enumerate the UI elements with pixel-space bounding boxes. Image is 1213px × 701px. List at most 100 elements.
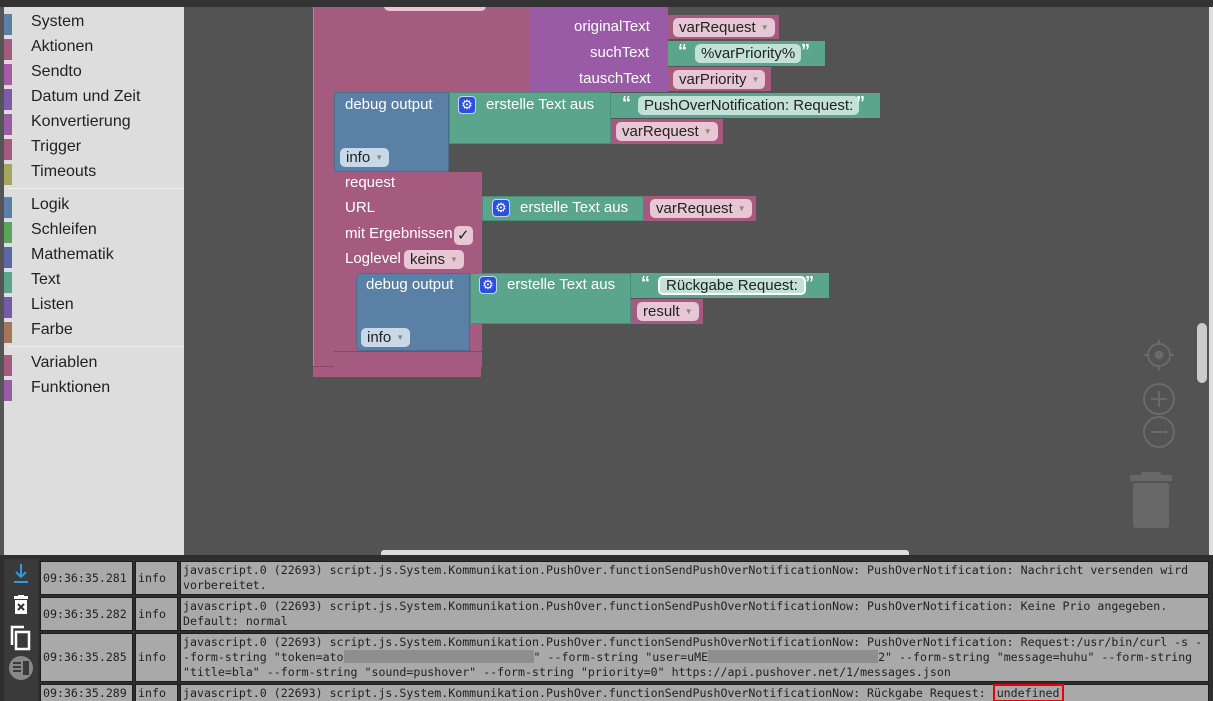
- category-swatch: [4, 39, 12, 60]
- log-row[interactable]: 09:36:35.281 info javascript.0 (22693) s…: [40, 561, 1209, 595]
- text-value: PushOverNotification: Request:: [644, 97, 854, 114]
- debug-output-label: debug output: [366, 276, 454, 293]
- toolbox: System Aktionen Sendto Datum und Zeit Ko…: [4, 7, 184, 555]
- toolbox-item-timeouts[interactable]: Timeouts: [4, 161, 184, 185]
- log-message: javascript.0 (22693) script.js.System.Ko…: [180, 684, 1209, 701]
- dropdown-arrow-icon: ▼: [737, 204, 746, 213]
- log-time: 09:36:35.282: [40, 597, 133, 631]
- variable-dropdown[interactable]: varPriority▼: [673, 70, 766, 89]
- text-value: %varPriority%: [701, 45, 796, 62]
- toolbox-item-datum-und-zeit[interactable]: Datum und Zeit: [4, 86, 184, 110]
- toolbox-item-trigger[interactable]: Trigger: [4, 136, 184, 160]
- close-quote-icon: ”: [805, 273, 814, 293]
- gear-icon[interactable]: ⚙: [492, 199, 510, 217]
- log-row[interactable]: 09:36:35.285 info javascript.0 (22693) s…: [40, 633, 1209, 682]
- function-block[interactable]: [313, 7, 335, 377]
- toolbox-item-farbe[interactable]: Farbe: [4, 319, 184, 343]
- toolbox-item-mathematik[interactable]: Mathematik: [4, 244, 184, 268]
- log-row[interactable]: 09:36:35.289 info javascript.0 (22693) s…: [40, 684, 1209, 701]
- category-label: Datum und Zeit: [31, 88, 141, 105]
- log-level-dropdown[interactable]: info▼: [361, 328, 411, 347]
- log-time: 09:36:35.281: [40, 561, 133, 595]
- toolbox-item-sendto[interactable]: Sendto: [4, 61, 184, 85]
- log-message-part: javascript.0 (22693) script.js.System.Ko…: [183, 635, 1203, 664]
- request-block-bottom: [334, 351, 482, 363]
- dropdown-arrow-icon: ▼: [751, 75, 760, 84]
- variable-dropdown[interactable]: result ▼: [637, 302, 699, 321]
- open-quote-icon: “: [678, 41, 687, 61]
- clear-log-icon[interactable]: [4, 595, 38, 620]
- gear-icon[interactable]: ⚙: [479, 276, 497, 294]
- dropdown-arrow-icon: ▼: [760, 23, 769, 32]
- open-quote-icon: “: [641, 273, 650, 293]
- variable-name: result: [643, 303, 680, 320]
- category-swatch: [4, 355, 12, 376]
- toolbox-item-schleifen[interactable]: Schleifen: [4, 219, 184, 243]
- variable-dropdown[interactable]: varRequest▼: [673, 18, 775, 37]
- copy-log-icon[interactable]: [4, 625, 38, 656]
- dropdown-arrow-icon: ▼: [703, 127, 712, 136]
- loglevel-dropdown[interactable]: keins▼: [404, 250, 464, 269]
- toolbox-item-listen[interactable]: Listen: [4, 294, 184, 318]
- text-input[interactable]: %varPriority%: [695, 44, 802, 63]
- category-swatch: [4, 164, 12, 185]
- log-message-part: 2" --form-string "message=huhu" --form-s…: [183, 650, 1193, 679]
- text-join-block[interactable]: [449, 92, 611, 144]
- gear-icon[interactable]: ⚙: [458, 96, 476, 114]
- category-label: Logik: [31, 196, 70, 213]
- zoom-in-icon[interactable]: [1142, 382, 1176, 416]
- text-input[interactable]: PushOverNotification: Request:: [638, 96, 860, 115]
- toggle-columns-icon[interactable]: [4, 655, 38, 686]
- horizontal-scrollbar[interactable]: [381, 550, 909, 555]
- toolbox-item-variablen[interactable]: Variablen: [4, 352, 184, 376]
- open-quote-icon: “: [622, 93, 631, 113]
- toolbox-item-logik[interactable]: Logik: [4, 194, 184, 218]
- with-results-checkbox[interactable]: ✓: [454, 226, 473, 245]
- left-edge: [0, 7, 4, 555]
- text-input[interactable]: Rückgabe Request:: [658, 276, 806, 295]
- category-label: Sendto: [31, 63, 82, 80]
- category-label: Trigger: [31, 138, 82, 155]
- replace-text-label: tauschText: [579, 70, 651, 87]
- statement-block[interactable]: [334, 7, 530, 92]
- variable-dropdown[interactable]: varRequest ▼: [616, 122, 718, 141]
- category-label: Konvertierung: [31, 113, 131, 130]
- log-message: javascript.0 (22693) script.js.System.Ko…: [180, 561, 1209, 595]
- close-quote-icon: ”: [801, 41, 810, 61]
- log-level-value: info: [367, 329, 392, 346]
- replace-text-block[interactable]: [530, 7, 668, 92]
- log-table: 09:36:35.281 info javascript.0 (22693) s…: [38, 559, 1211, 701]
- variable-dropdown[interactable]: varRequest▼: [650, 199, 752, 218]
- top-bar: [0, 0, 1213, 7]
- log-level-dropdown[interactable]: info▼: [340, 148, 390, 167]
- blockly-workspace[interactable]: originalText suchText tauschText varRequ…: [184, 7, 1213, 555]
- category-label: Variablen: [31, 354, 98, 371]
- toolbox-separator: [8, 188, 184, 189]
- with-results-label: mit Ergebnissen: [345, 225, 453, 242]
- trash-icon[interactable]: [1128, 472, 1174, 532]
- scroll-to-bottom-icon[interactable]: [4, 563, 38, 590]
- recenter-icon[interactable]: [1142, 338, 1176, 372]
- dropdown-arrow-icon: ▼: [684, 307, 693, 316]
- category-swatch: [4, 222, 12, 243]
- toolbox-item-aktionen[interactable]: Aktionen: [4, 36, 184, 60]
- function-block-bottom: [313, 366, 481, 377]
- log-message: javascript.0 (22693) script.js.System.Ko…: [180, 597, 1209, 631]
- inner-field-stub: [384, 7, 486, 11]
- log-severity: info: [135, 633, 178, 682]
- toolbox-item-konvertierung[interactable]: Konvertierung: [4, 111, 184, 135]
- loglevel-value: keins: [410, 251, 446, 268]
- vertical-scrollbar[interactable]: [1197, 323, 1207, 383]
- close-quote-icon: ”: [856, 93, 865, 113]
- log-time: 09:36:35.285: [40, 633, 133, 682]
- category-label: Farbe: [31, 321, 73, 338]
- log-row[interactable]: 09:36:35.282 info javascript.0 (22693) s…: [40, 597, 1209, 631]
- toolbox-item-funktionen[interactable]: Funktionen: [4, 377, 184, 401]
- category-swatch: [4, 247, 12, 268]
- toolbox-item-system[interactable]: System: [4, 11, 184, 35]
- zoom-out-icon[interactable]: [1142, 415, 1176, 449]
- variable-name: varRequest: [622, 123, 699, 140]
- toolbox-item-text[interactable]: Text: [4, 269, 184, 293]
- category-swatch: [4, 64, 12, 85]
